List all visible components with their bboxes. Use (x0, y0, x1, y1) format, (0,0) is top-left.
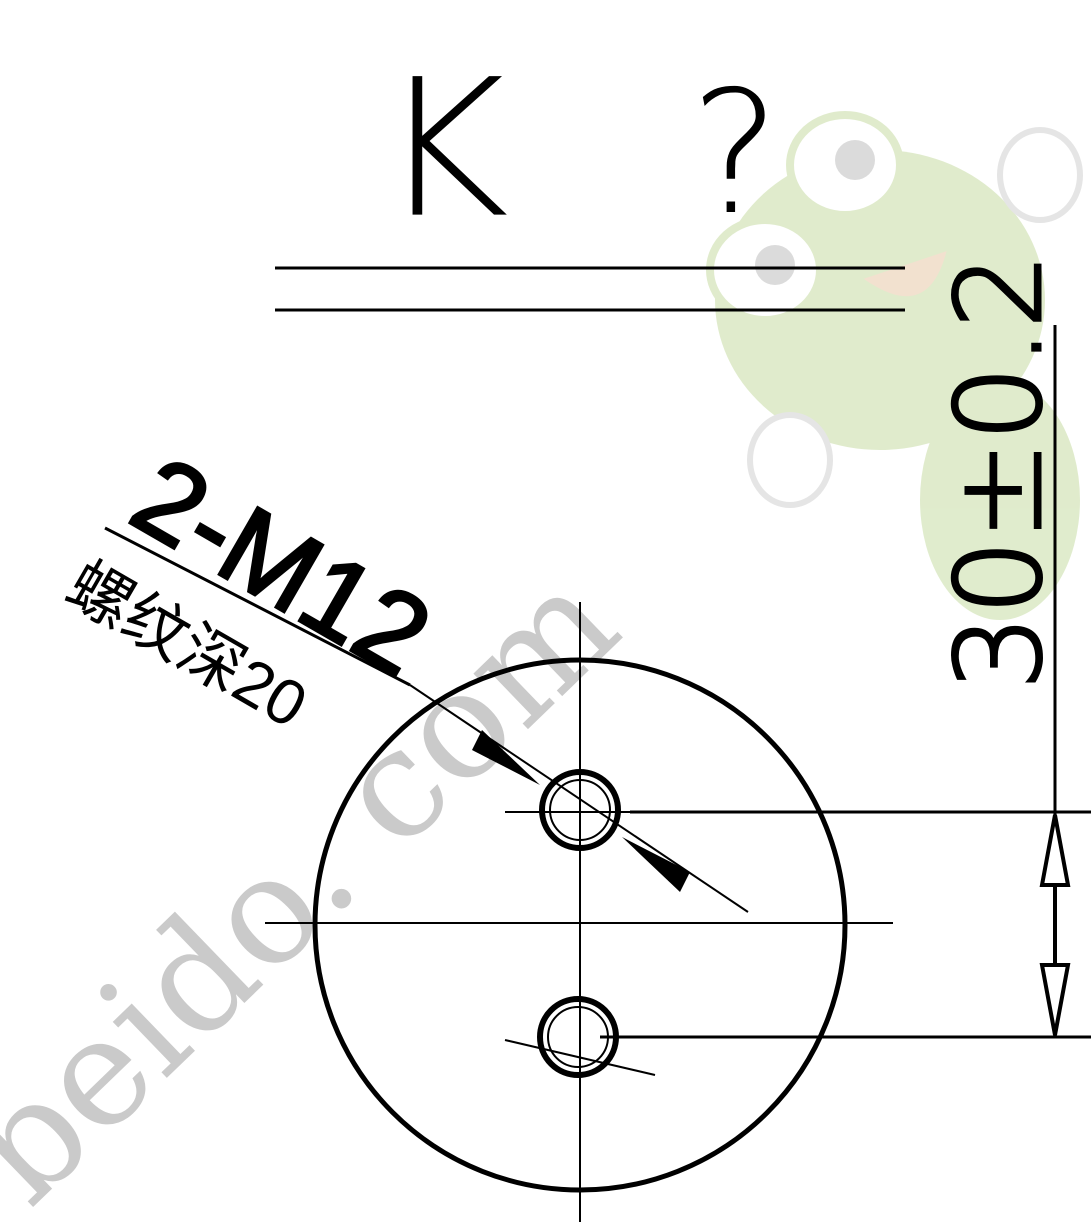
threaded-hole-top (539, 769, 621, 851)
dimension-text: 30±0.2 (930, 253, 1068, 690)
view-letter: K (378, 39, 509, 260)
dimension-30 (600, 325, 1091, 1039)
thread-leader (104, 526, 749, 913)
frog-watermark-icon (706, 111, 1083, 620)
view-mark: ? (690, 55, 780, 253)
hole-centerline-bottom (504, 1039, 656, 1076)
